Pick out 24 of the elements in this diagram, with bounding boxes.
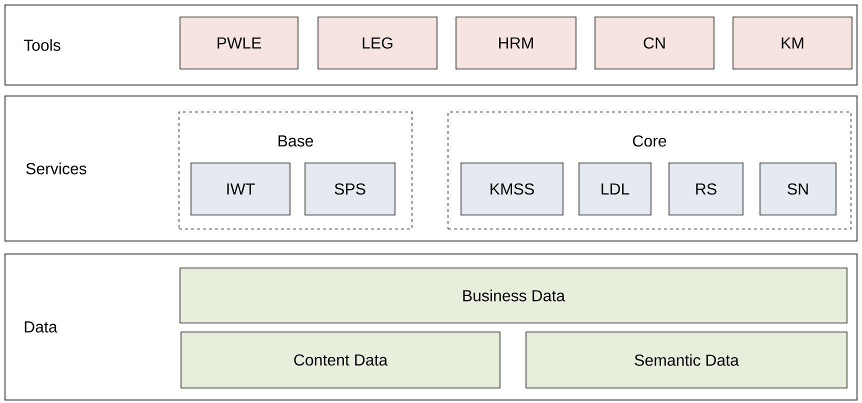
group-box xyxy=(448,112,852,230)
component-box: CN xyxy=(594,16,714,70)
component-box: Business Data xyxy=(180,268,848,324)
component-box: LEG xyxy=(318,16,438,70)
layer-label: Data xyxy=(24,321,58,333)
component-box: SPS xyxy=(304,162,396,216)
group-label: Base xyxy=(278,135,314,147)
component-box: KM xyxy=(732,16,852,70)
component-box: PWLE xyxy=(180,16,298,70)
component-box: LDL xyxy=(578,162,652,216)
layer-label: Services xyxy=(26,162,86,174)
component-box: KMSS xyxy=(460,162,564,216)
layer-label: Tools xyxy=(24,39,60,51)
component-box: Content Data xyxy=(180,332,500,388)
component-box: RS xyxy=(668,162,744,216)
component-box: IWT xyxy=(190,162,290,216)
layer-band xyxy=(4,253,858,400)
group-box xyxy=(178,112,412,230)
layer-band xyxy=(4,4,858,86)
component-box: Semantic Data xyxy=(526,332,848,388)
component-box: HRM xyxy=(456,16,576,70)
group-label: Core xyxy=(632,135,666,147)
component-box: SN xyxy=(760,162,836,216)
layer-band xyxy=(4,96,858,242)
